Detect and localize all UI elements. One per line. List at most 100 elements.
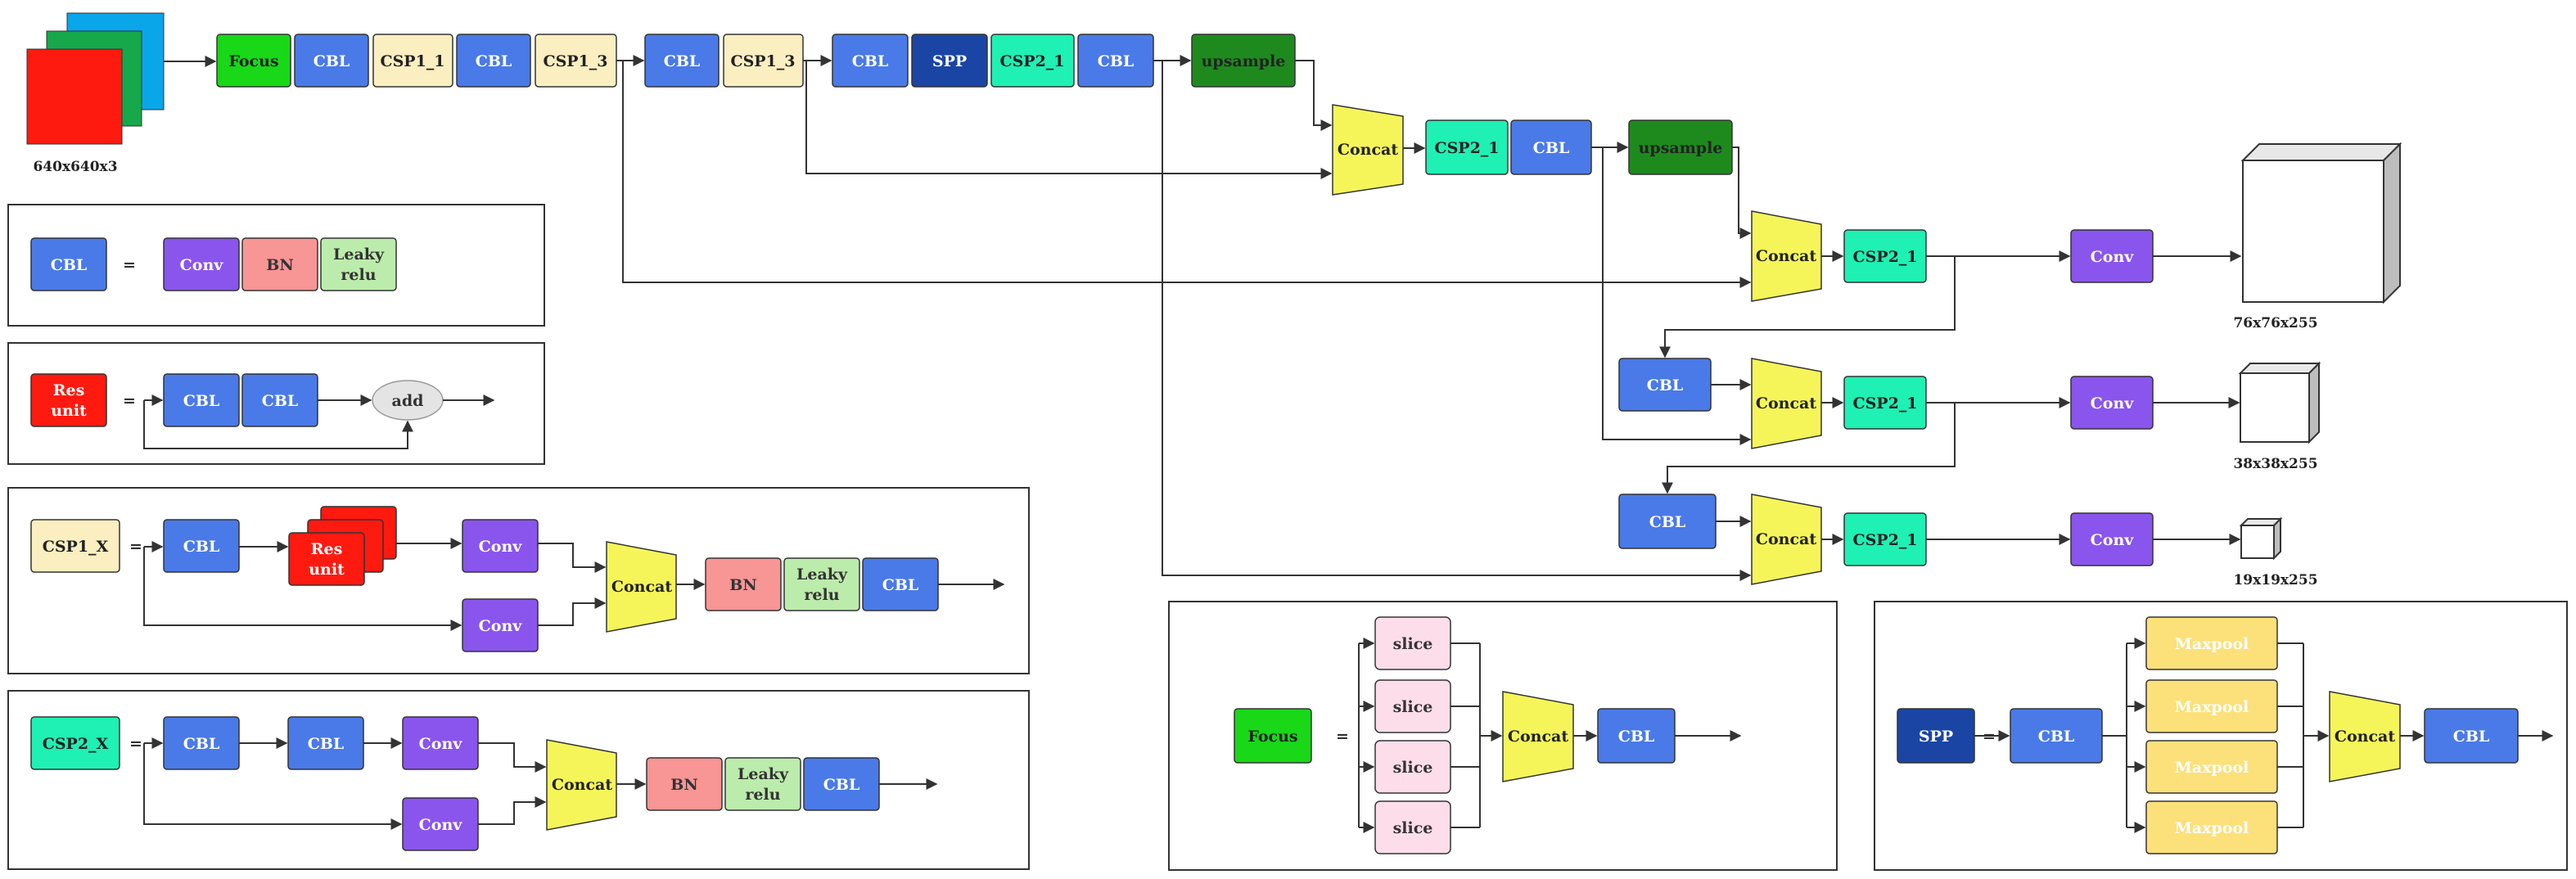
svg-text:CBL: CBL bbox=[823, 776, 860, 794]
legend-focus-cbl: CBL bbox=[1597, 708, 1676, 764]
block-csp1-3-a: CSP1_3 bbox=[535, 34, 617, 88]
svg-text:Conv: Conv bbox=[419, 735, 463, 753]
output-cube-small: 19x19x255 bbox=[2233, 516, 2318, 588]
block-focus: Focus bbox=[216, 34, 291, 88]
svg-text:slice: slice bbox=[1393, 819, 1433, 837]
legend-res-frame bbox=[7, 342, 545, 465]
svg-text:relu: relu bbox=[804, 586, 839, 604]
svg-text:add: add bbox=[392, 392, 424, 410]
concat-4: Concat bbox=[1751, 494, 1822, 585]
concat-3: Concat bbox=[1751, 358, 1822, 449]
block-spp: SPP bbox=[911, 34, 988, 88]
block-upsample-1: upsample bbox=[1191, 34, 1296, 88]
legend-spp-name: SPP bbox=[1897, 708, 1975, 764]
input-red-channel bbox=[26, 48, 123, 145]
svg-text:Maxpool: Maxpool bbox=[2175, 759, 2249, 777]
block-csp2-1-a: CSP2_1 bbox=[990, 34, 1075, 88]
legend-res-unit: Res unit = CBL CBL add bbox=[7, 342, 545, 465]
legend-focus-name: Focus bbox=[1234, 708, 1312, 764]
svg-text:relu: relu bbox=[745, 786, 780, 804]
svg-text:CBL: CBL bbox=[664, 52, 701, 70]
block-cbl-2: CBL bbox=[456, 34, 531, 88]
svg-text:Leaky: Leaky bbox=[333, 246, 385, 264]
legend-csp1-res-stack: Res unit bbox=[288, 506, 397, 586]
svg-text:=: = bbox=[129, 735, 142, 753]
svg-text:CBL: CBL bbox=[262, 392, 299, 410]
block-cbl-1: CBL bbox=[294, 34, 369, 88]
concat-1: Concat bbox=[1332, 104, 1404, 196]
svg-text:SPP: SPP bbox=[1919, 728, 1953, 746]
svg-text:Maxpool: Maxpool bbox=[2175, 635, 2249, 653]
legend-csp1-bn: BN bbox=[705, 557, 782, 611]
legend-focus-frame bbox=[1168, 601, 1838, 871]
output-cube-large: 76x76x255 bbox=[2233, 142, 2402, 331]
legend-cbl-bn: BN bbox=[241, 237, 318, 291]
legend-csp1-name: CSP1_X bbox=[30, 519, 120, 573]
output-caption-large: 76x76x255 bbox=[2233, 315, 2317, 331]
legend-spp-maxpool-1: Maxpool bbox=[2145, 616, 2278, 670]
svg-text:Conv: Conv bbox=[479, 617, 523, 635]
legend-csp1-x: CSP1_X = CBL Res unit Conv Conv Concat bbox=[7, 487, 1030, 674]
svg-text:Conv: Conv bbox=[479, 538, 523, 556]
svg-text:CSP2_1: CSP2_1 bbox=[1852, 394, 1917, 412]
legend-csp2-cbl-2: CBL bbox=[287, 716, 364, 770]
svg-text:Res: Res bbox=[53, 381, 85, 399]
svg-text:Res: Res bbox=[311, 540, 343, 558]
legend-csp1-frame bbox=[7, 487, 1030, 674]
svg-text:relu: relu bbox=[341, 266, 376, 284]
svg-text:CBL: CBL bbox=[1618, 728, 1655, 746]
output-caption-medium: 38x38x255 bbox=[2233, 456, 2317, 472]
block-cbl-6: CBL bbox=[1510, 119, 1592, 175]
legend-csp2-concat: Concat bbox=[546, 739, 617, 831]
backbone-row: Focus CBL CSP1_1 CBL CSP1_3 CBL CSP1_3 bbox=[216, 34, 1296, 88]
legend-cbl: CBL = Conv BN Leaky relu bbox=[7, 204, 545, 327]
svg-text:CBL: CBL bbox=[882, 576, 919, 594]
svg-text:CBL: CBL bbox=[308, 735, 345, 753]
legend-spp: SPP = CBL Maxpool Maxpool Maxpool Maxpoo… bbox=[1874, 601, 2568, 871]
svg-text:slice: slice bbox=[1393, 635, 1433, 653]
svg-text:upsample: upsample bbox=[1639, 139, 1723, 157]
block-upsample-2: upsample bbox=[1628, 119, 1733, 175]
input-caption: 640x640x3 bbox=[33, 159, 117, 175]
block-cbl-7: CBL bbox=[1618, 358, 1712, 412]
svg-text:CSP1_3: CSP1_3 bbox=[730, 52, 795, 70]
legend-csp2-frame bbox=[7, 690, 1030, 870]
svg-text:Concat: Concat bbox=[611, 578, 672, 596]
svg-text:CBL: CBL bbox=[183, 735, 220, 753]
legend-csp1-cbl: CBL bbox=[163, 519, 240, 573]
svg-text:BN: BN bbox=[729, 576, 756, 594]
svg-text:Maxpool: Maxpool bbox=[2175, 819, 2249, 837]
svg-text:CBL: CBL bbox=[1533, 139, 1570, 157]
svg-text:CBL: CBL bbox=[1098, 52, 1135, 70]
svg-text:CSP1_1: CSP1_1 bbox=[380, 52, 444, 70]
block-csp2-1-c: CSP2_1 bbox=[1843, 229, 1927, 283]
svg-text:CBL: CBL bbox=[2453, 728, 2490, 746]
legend-cbl-leaky: Leaky relu bbox=[320, 237, 397, 291]
output-cube-medium: 38x38x255 bbox=[2233, 361, 2321, 472]
svg-text:CBL: CBL bbox=[183, 538, 220, 556]
legend-focus-slice-3: slice bbox=[1374, 740, 1451, 794]
svg-text:CSP2_1: CSP2_1 bbox=[1852, 248, 1917, 266]
block-cbl-8: CBL bbox=[1618, 494, 1717, 549]
svg-text:Focus: Focus bbox=[228, 52, 278, 70]
svg-text:Concat: Concat bbox=[1756, 247, 1816, 265]
legend-res-cbl-1: CBL bbox=[163, 373, 240, 427]
head-conv-large: Conv bbox=[2070, 229, 2154, 283]
block-csp2-1-d: CSP2_1 bbox=[1843, 376, 1927, 430]
block-cbl-3: CBL bbox=[644, 34, 720, 88]
legend-csp2-cbl-out: CBL bbox=[803, 757, 880, 811]
legend-csp1-cbl-out: CBL bbox=[862, 557, 939, 611]
svg-text:slice: slice bbox=[1393, 759, 1433, 777]
block-cbl-4: CBL bbox=[832, 34, 909, 88]
block-csp1-1: CSP1_1 bbox=[372, 34, 453, 88]
svg-text:CSP2_X: CSP2_X bbox=[43, 735, 109, 753]
legend-cbl-conv: Conv bbox=[163, 237, 240, 291]
svg-text:=: = bbox=[1336, 728, 1349, 746]
svg-text:CBL: CBL bbox=[476, 52, 512, 70]
legend-focus-slice-1: slice bbox=[1374, 616, 1451, 670]
svg-text:CBL: CBL bbox=[183, 392, 220, 410]
legend-cbl-name: CBL bbox=[30, 237, 107, 291]
svg-text:BN: BN bbox=[670, 776, 697, 794]
svg-text:Focus: Focus bbox=[1247, 728, 1297, 746]
svg-text:Leaky: Leaky bbox=[738, 765, 789, 783]
